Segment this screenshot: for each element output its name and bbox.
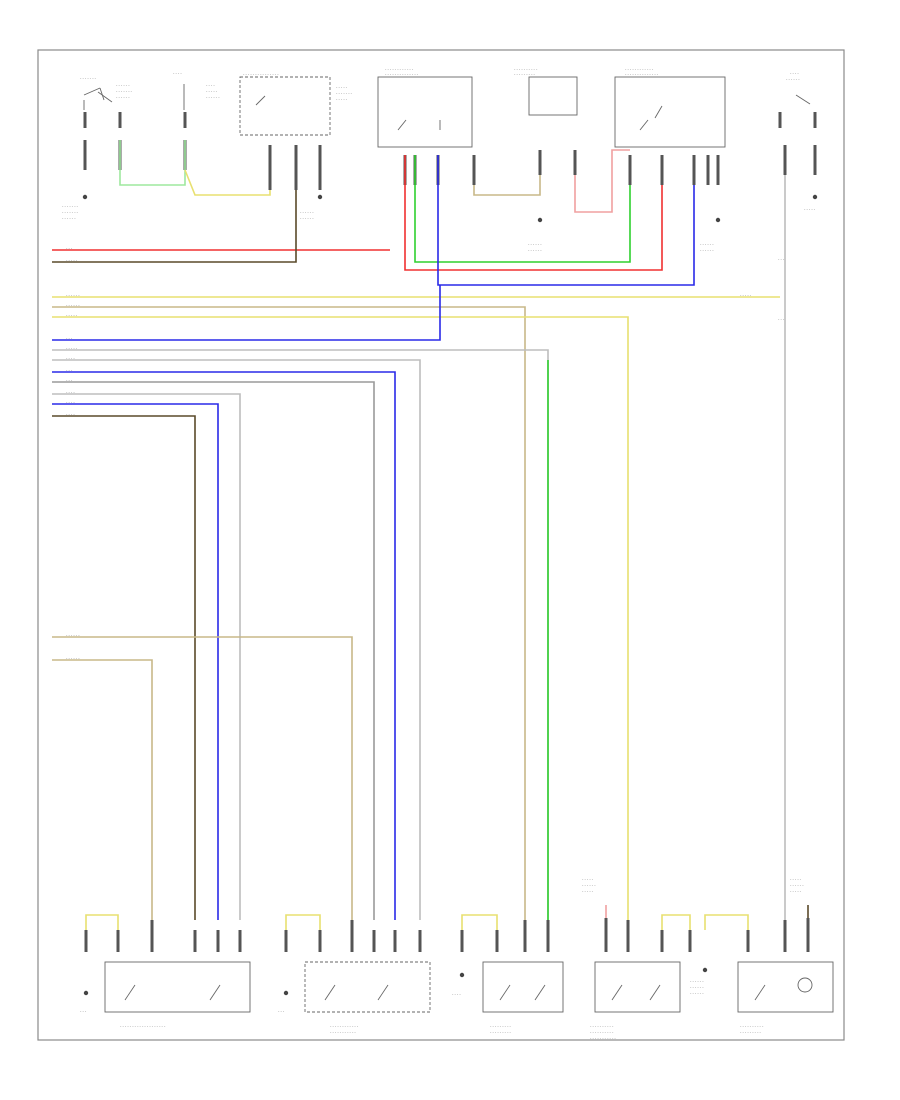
svg-text:- - - - -: - - - - - [336,84,348,89]
svg-text:- - - - - - - - -: - - - - - - - - - [514,71,536,76]
svg-text:- - - - - - - - - - - - - -: - - - - - - - - - - - - - - [625,71,659,76]
top-switch-right: - - - - - - - - - - [778,70,817,128]
top-ground-symbols: - - - - - - - - - - - - - - - - - - - - … [62,194,818,252]
svg-text:- - - - - -: - - - - - - [690,978,704,983]
svg-text:- - - - - - - - - - - - - -: - - - - - - - - - - - - - - [385,71,419,76]
svg-text:- - - - - -: - - - - - - [700,241,714,246]
svg-text:- - - - -: - - - - - [790,876,802,881]
svg-text:- - -: - - - [66,377,73,382]
svg-text:- - - - -: - - - - - [582,888,594,893]
svg-text:- - -: - - - [278,1008,285,1013]
bottom-ground-mid: - - - - - - - - - - - - - - - - - - [690,967,708,995]
svg-text:- - - - - -: - - - - - - [786,76,800,81]
svg-text:- - - - -: - - - - - [740,292,752,297]
svg-text:- - - -: - - - - [790,70,799,75]
top-switch-3: - - - - - - - - - - - - - - - - - - - - … [239,71,353,136]
svg-text:- - - - - -: - - - - - - [116,94,130,99]
svg-text:- - - -: - - - - [66,411,75,416]
svg-text:- - - - - - - - - - -: - - - - - - - - - - - [330,1029,356,1034]
svg-text:- - - - -: - - - - - [66,312,78,317]
svg-text:- - - - - - - - - -: - - - - - - - - - - [514,66,538,71]
svg-text:- - - -: - - - - [66,355,75,360]
svg-text:- - - - - - - - - -: - - - - - - - - - - [590,1029,614,1034]
svg-text:- - - - - - - - - -: - - - - - - - - - - [590,1023,614,1028]
svg-text:- - - - - -: - - - - - - [66,302,80,307]
bottom-component-3: - - - - - - - - - - - - - - - - - - - - … [452,961,564,1034]
svg-text:- - -: - - - [66,367,73,372]
top-switch-1: - - - - - - - - - - - - - - - - - - - - … [80,75,133,128]
svg-text:- - - - - -: - - - - - - [300,215,314,220]
svg-text:- - - - -: - - - - - [336,96,348,101]
svg-text:- - - - - - - - -: - - - - - - - - - [490,1023,512,1028]
svg-text:- - - - - - -: - - - - - - - [336,90,353,95]
svg-text:- - -: - - - [80,1008,87,1013]
svg-text:- - - - - - - - - - - - - - -: - - - - - - - - - - - - - - - - - - - [120,1023,166,1028]
top-module-right: - - - - - - - - - - - - - - - - - - - - … [614,66,726,148]
svg-text:- - - - - -: - - - - - - [300,209,314,214]
svg-text:- - - - -: - - - - - [66,257,78,262]
svg-text:- - - - - - -: - - - - - - - [116,88,133,93]
svg-text:- - - - - -: - - - - - - [66,655,80,660]
svg-text:- - - - - -: - - - - - - [116,82,130,87]
svg-text:- - - - - -: - - - - - - [528,247,542,252]
svg-text:- - - -: - - - - [206,82,215,87]
svg-text:- - - - - - - - - - - - - - -: - - - - - - - - - - - - - - - [243,71,279,76]
svg-text:- - -: - - - [778,256,785,261]
svg-text:- - - -: - - - - [66,389,75,394]
bottom-component-1: - - - - - - - - - - - - - - - - - - - - … [80,961,251,1028]
svg-text:- - - - -: - - - - - [790,888,802,893]
svg-text:- - - - - -: - - - - - - [790,882,804,887]
svg-text:- - - - - - - - -: - - - - - - - - - [740,1029,762,1034]
svg-text:- - -: - - - [66,245,73,250]
svg-text:- - - - - - -: - - - - - - - [80,75,97,80]
svg-text:- - - -: - - - - [173,70,182,75]
top-switch-2: - - - - - - - - - - - - - - - - - - - [173,70,220,128]
svg-text:- - - - - - - - - - - -: - - - - - - - - - - - - [385,66,414,71]
svg-text:- - - - -: - - - - - [804,206,816,211]
svg-text:- - - - - -: - - - - - - [528,241,542,246]
svg-text:- - - - - -: - - - - - - [66,632,80,637]
svg-text:- - - -: - - - - [66,399,75,404]
svg-text:- - - - - -: - - - - - - [700,247,714,252]
diagram-border [37,49,845,1041]
svg-text:- - - - - - -: - - - - - - - [62,203,79,208]
top-module-left: - - - - - - - - - - - - - - - - - - - - … [377,66,473,148]
svg-text:- - - - - - - - - - - -: - - - - - - - - - - - - [625,66,654,71]
svg-text:- - -: - - - [66,335,73,340]
top-connector-pins [83,140,817,190]
bottom-component-2: - - - - - - - - - - - - - - - - - - - - … [278,961,431,1034]
svg-text:- - - - - -: - - - - - - [62,215,76,220]
top-module-middle: - - - - - - - - - - - - - - - - - - - [514,66,578,116]
svg-text:- - - - - -: - - - - - - [66,292,80,297]
svg-text:- - - - - -: - - - - - - [206,94,220,99]
svg-text:- - - - - - - - -: - - - - - - - - - [490,1029,512,1034]
svg-text:- - - - - -: - - - - - - [582,882,596,887]
svg-text:- - - - - - - - - - -: - - - - - - - - - - - [590,1035,616,1040]
svg-text:- - -: - - - [778,316,785,321]
harness-labels-left: - - - - - - - - - - - - - - - - - - - - … [66,245,785,660]
svg-text:- - - - - - -: - - - - - - - [62,209,79,214]
bottom-component-4: - - - - - - - - - - - - - - - - - - - - … [582,876,681,1040]
svg-text:- - - - -: - - - - - [206,88,218,93]
svg-text:- - - - - -: - - - - - - [690,984,704,989]
bottom-connector-pins [84,918,810,952]
svg-text:- - - - - - - - - -: - - - - - - - - - - [740,1023,764,1028]
svg-text:- - - - - -: - - - - - - [690,990,704,995]
svg-text:- - - -: - - - - [452,991,461,996]
svg-text:- - - - -: - - - - - [582,876,594,881]
bottom-component-5: - - - - - - - - - - - - - - - - - - - - … [737,876,834,1034]
svg-text:- - - - - - - - - - - -: - - - - - - - - - - - - [330,1023,359,1028]
svg-text:- - - - -: - - - - - [66,345,78,350]
